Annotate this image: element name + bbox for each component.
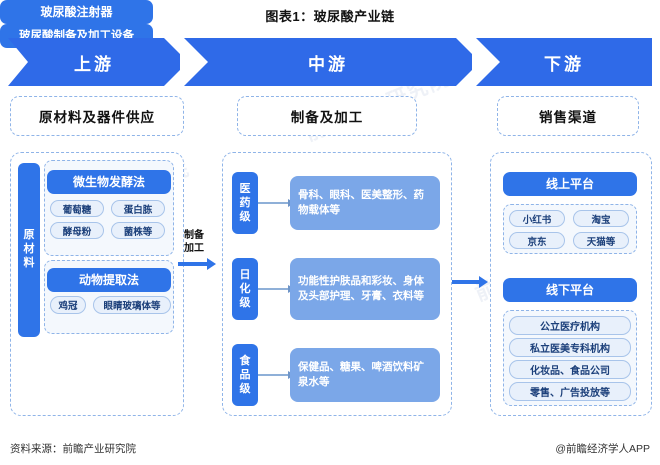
raw-material-char-3: 料 xyxy=(23,256,35,269)
chart-title: 图表1：玻尿酸产业链 xyxy=(265,9,395,24)
grade-pharmaceutical-char-3: 级 xyxy=(239,211,251,224)
stage-upstream-label: 上游 xyxy=(74,54,114,74)
stage-midstream: 中游 xyxy=(184,38,472,86)
equipment-injector: 玻尿酸注射器 xyxy=(0,0,153,24)
arrow-shaft xyxy=(258,288,288,290)
grade-daily-chemical-char-3: 级 xyxy=(239,297,251,310)
stage-banner: 上游 中游 下游 xyxy=(8,38,652,86)
fermentation-chip-row-2: 酵母粉 菌株等 xyxy=(50,222,165,239)
chip-xiaohongshu: 小红书 xyxy=(509,210,565,227)
arrow-shaft xyxy=(258,202,288,204)
pharmaceutical-applications: 骨科、眼科、医美整形、药物载体等 xyxy=(290,176,440,230)
stage-midstream-label: 中游 xyxy=(308,54,348,74)
downstream-header: 销售渠道 xyxy=(497,96,639,136)
chip-cockscomb: 鸡冠 xyxy=(50,296,86,314)
arrow-head xyxy=(207,258,216,270)
animal-extraction-chip-row: 鸡冠 眼睛玻璃体等 xyxy=(50,296,171,314)
chip-public-medical: 公立医疗机构 xyxy=(509,316,631,335)
channel-offline-title: 线下平台 xyxy=(503,278,637,302)
animal-extraction-title: 动物提取法 xyxy=(47,268,171,292)
chip-yeast-powder: 酵母粉 xyxy=(50,222,104,239)
food-applications: 保健品、糖果、啤酒饮料矿泉水等 xyxy=(290,348,440,402)
chip-taobao: 淘宝 xyxy=(573,210,629,227)
stage-downstream: 下游 xyxy=(476,38,652,86)
chip-jd: 京东 xyxy=(509,232,565,249)
connector-label-processing: 制备 加工 xyxy=(176,230,212,255)
chip-private-aesthetic: 私立医美专科机构 xyxy=(509,338,631,357)
connector-label-line-2: 加工 xyxy=(184,242,204,254)
grade-pharmaceutical-char-1: 医 xyxy=(239,182,251,195)
brand-mark: @前瞻经济学人APP xyxy=(555,443,650,455)
grade-food-char-3: 级 xyxy=(239,383,251,396)
online-chip-row-1: 小红书 淘宝 xyxy=(509,210,629,227)
arrow-shaft xyxy=(258,374,288,376)
chip-peptone: 蛋白胨 xyxy=(111,200,165,217)
daily-chemical-applications: 功能性护肤品和彩妆、身体及头部护理、牙膏、衣料等 xyxy=(290,258,440,320)
channel-online-title: 线上平台 xyxy=(503,172,637,196)
online-chip-row-2: 京东 天猫等 xyxy=(509,232,629,249)
grade-food-char-1: 食 xyxy=(239,354,251,367)
grade-food-char-2: 品 xyxy=(239,368,251,381)
grade-pharmaceutical: 医 药 级 xyxy=(232,172,258,234)
midstream-header: 制备及加工 xyxy=(237,96,417,136)
arrow-shaft xyxy=(178,262,207,266)
raw-material-char-1: 原 xyxy=(23,229,35,242)
chip-strain: 菌株等 xyxy=(111,222,165,239)
upstream-header: 原材料及器件供应 xyxy=(10,96,184,136)
arrow-shaft xyxy=(452,280,479,284)
source-note: 资料来源：前瞻产业研究院 xyxy=(10,443,136,455)
connector-label-line-1: 制备 xyxy=(184,230,204,241)
grade-food: 食 品 级 xyxy=(232,344,258,406)
stage-downstream-label: 下游 xyxy=(544,54,584,74)
grade-daily-chemical-char-1: 日 xyxy=(239,268,251,281)
chip-cosmetics-food: 化妆品、食品公司 xyxy=(509,360,631,379)
stage-upstream: 上游 xyxy=(8,38,180,86)
grade-daily-chemical: 日 化 级 xyxy=(232,258,258,320)
grade-daily-chemical-char-2: 化 xyxy=(239,282,251,295)
raw-material-label: 原 材 料 xyxy=(18,163,40,337)
fermentation-chip-row-1: 葡萄糖 蛋白胨 xyxy=(50,200,165,217)
fermentation-title: 微生物发酵法 xyxy=(47,170,171,194)
chip-tmall: 天猫等 xyxy=(573,232,629,249)
raw-material-char-2: 材 xyxy=(23,243,35,256)
chip-glucose: 葡萄糖 xyxy=(50,200,104,217)
arrow-head xyxy=(479,276,488,288)
chip-vitreous-body: 眼睛玻璃体等 xyxy=(93,296,171,314)
grade-pharmaceutical-char-2: 药 xyxy=(239,196,251,209)
chip-retail-advertising: 零售、广告投放等 xyxy=(509,382,631,401)
